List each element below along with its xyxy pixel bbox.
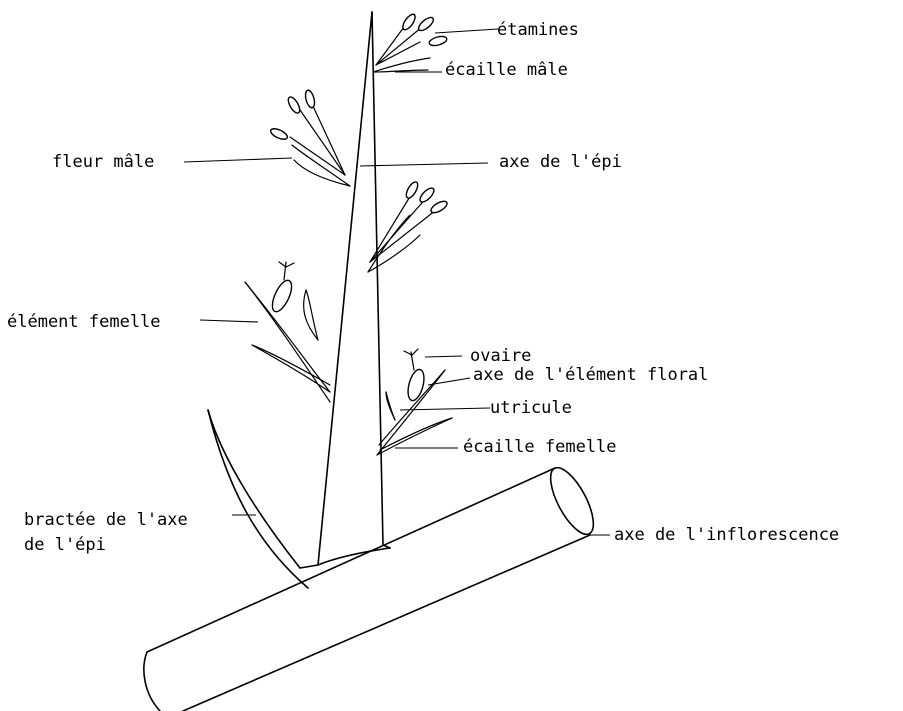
- leader-lines: [184, 29, 610, 535]
- label-fleur-male: fleur mâle: [52, 152, 154, 172]
- label-element-femelle: élément femelle: [7, 312, 161, 332]
- top-male-flower: [373, 12, 448, 72]
- label-ecaille-male: écaille mâle: [445, 60, 568, 80]
- label-ecaille-femelle: écaille femelle: [463, 437, 617, 457]
- label-axe-epi: axe de l'épi: [499, 152, 622, 172]
- label-utricule: utricule: [490, 398, 572, 418]
- label-bractee-line1: bractée de l'axe: [24, 510, 188, 530]
- label-bractee-line2: de l'épi: [24, 535, 106, 555]
- label-etamines: étamines: [497, 20, 579, 40]
- label-ovaire: ovaire: [470, 346, 531, 366]
- spike-bract: [208, 410, 308, 588]
- diagram-labels: étamines écaille mâle fleur mâle axe de …: [7, 20, 839, 555]
- right-female-element: [377, 349, 452, 455]
- label-axe-element-floral: axe de l'élément floral: [473, 365, 708, 385]
- label-axe-inflorescence: axe de l'inflorescence: [614, 525, 839, 545]
- inflorescence-axis: [144, 462, 602, 711]
- middle-right-male-flower: [368, 180, 449, 272]
- left-female-element: [245, 262, 330, 402]
- upper-left-male-flower: [269, 89, 350, 186]
